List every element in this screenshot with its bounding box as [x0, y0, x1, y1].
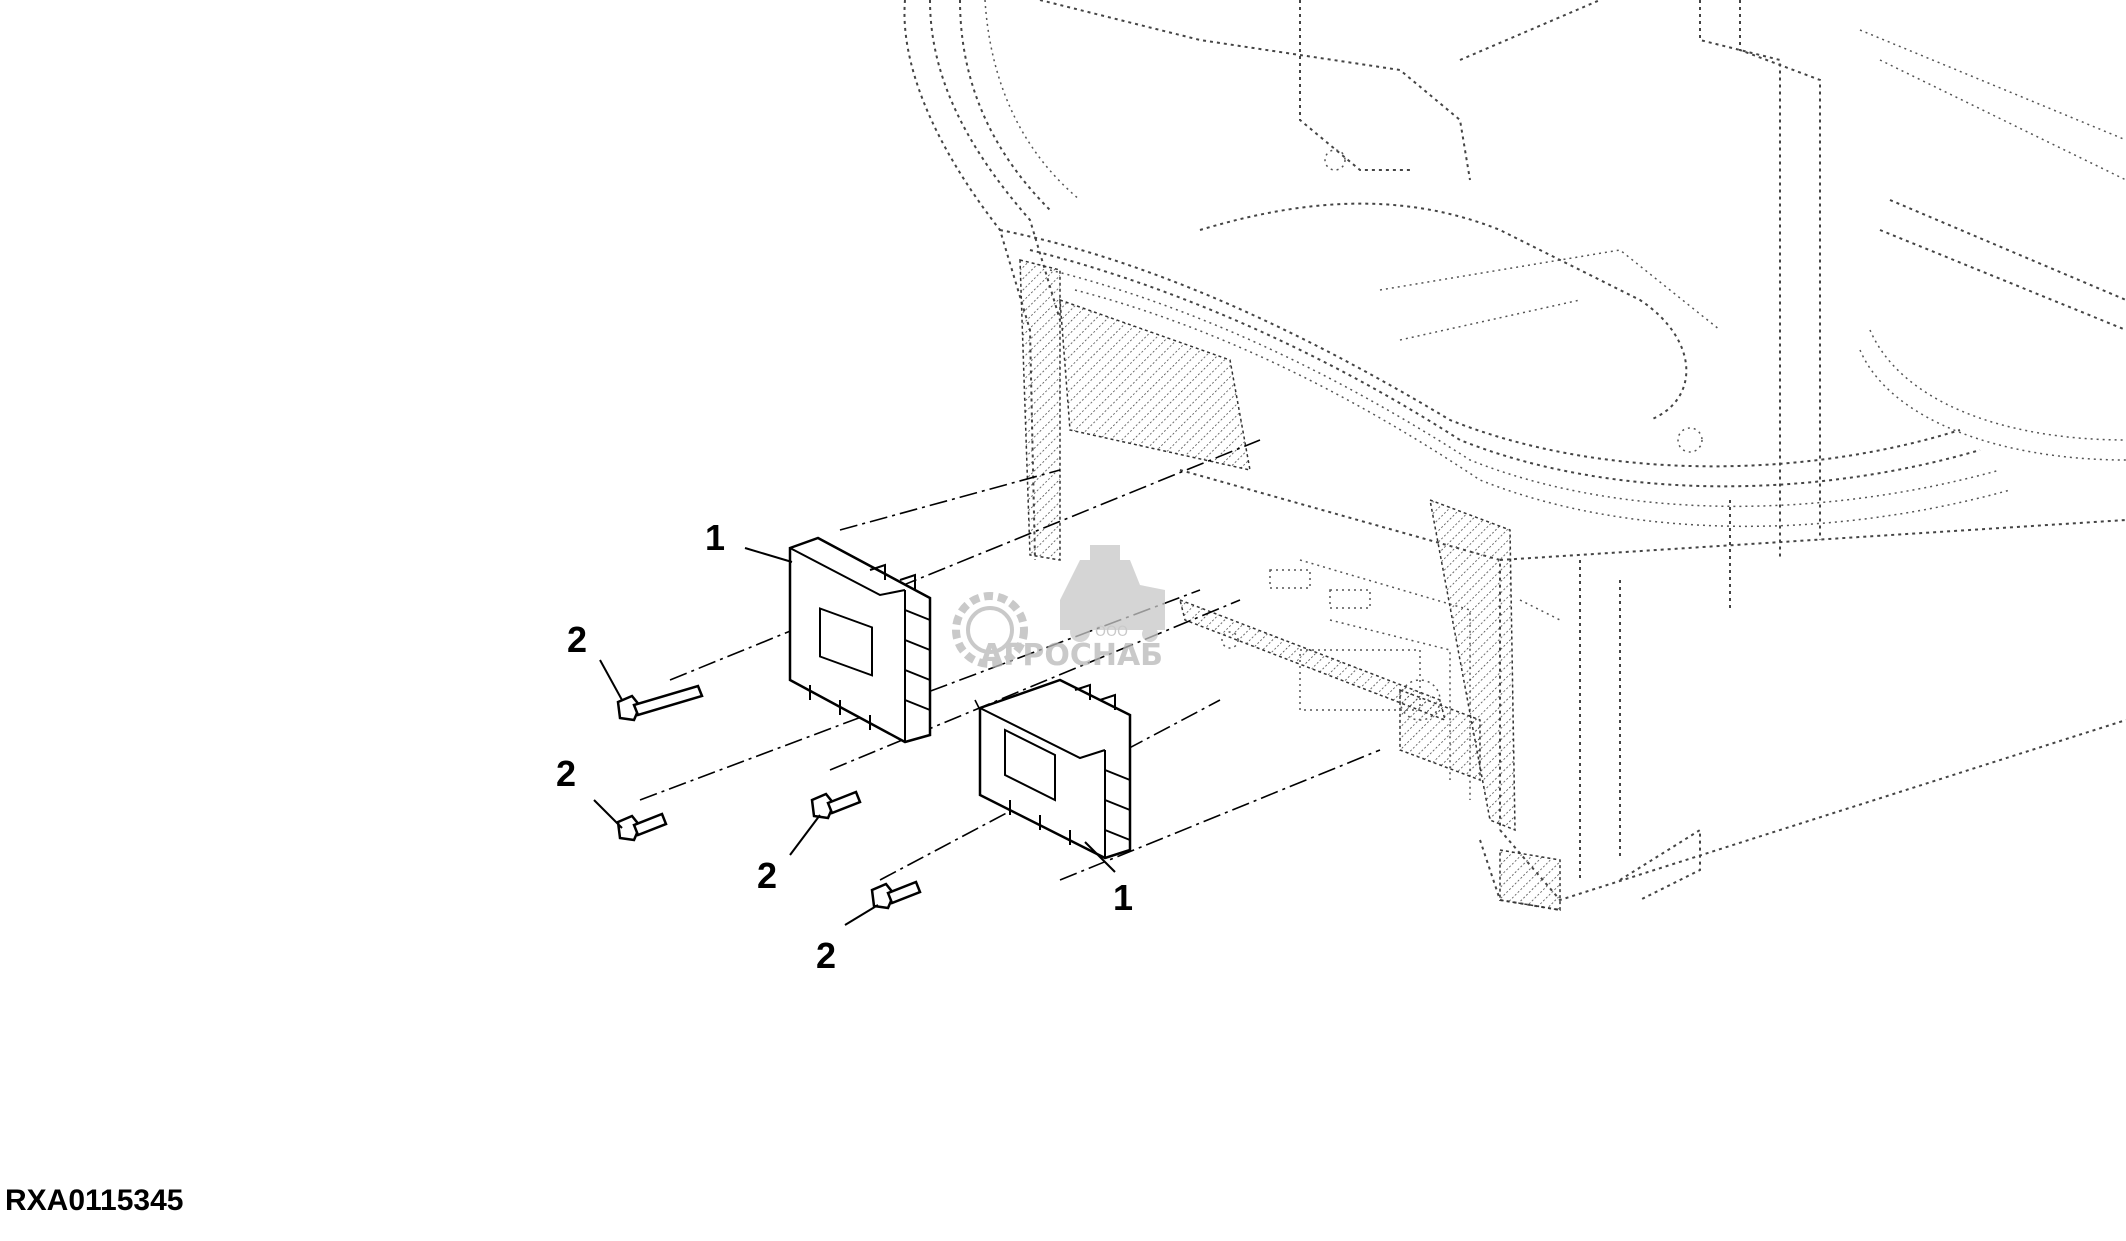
- callout-2-d: 2: [816, 935, 836, 976]
- figure-id: RXA0115345: [5, 1184, 183, 1217]
- combine-harvester-icon: [1060, 545, 1165, 642]
- controller-unit-upper: [788, 536, 932, 744]
- bolt-b: [616, 812, 668, 842]
- bolt-a: [616, 684, 704, 722]
- watermark-small-text: ООО: [1095, 624, 1128, 640]
- gear-logo-icon: [952, 592, 1028, 668]
- controller-unit-lower: [978, 678, 1132, 860]
- callout-2-a: 2: [567, 619, 587, 660]
- bolt-d: [870, 880, 922, 910]
- callout-1-lower: 1: [1113, 877, 1133, 918]
- callout-1-upper: 1: [705, 517, 725, 558]
- machine-frame-ghost: [903, 0, 2126, 911]
- watermark-brand-text: АГРОСНАБ: [980, 638, 1163, 673]
- bolt-c: [810, 790, 862, 820]
- callout-2-c: 2: [757, 855, 777, 896]
- callout-2-b: 2: [556, 753, 576, 794]
- leader-lines: [593, 547, 1116, 926]
- brand-watermark: ООО АГРОСНАБ: [952, 545, 1165, 673]
